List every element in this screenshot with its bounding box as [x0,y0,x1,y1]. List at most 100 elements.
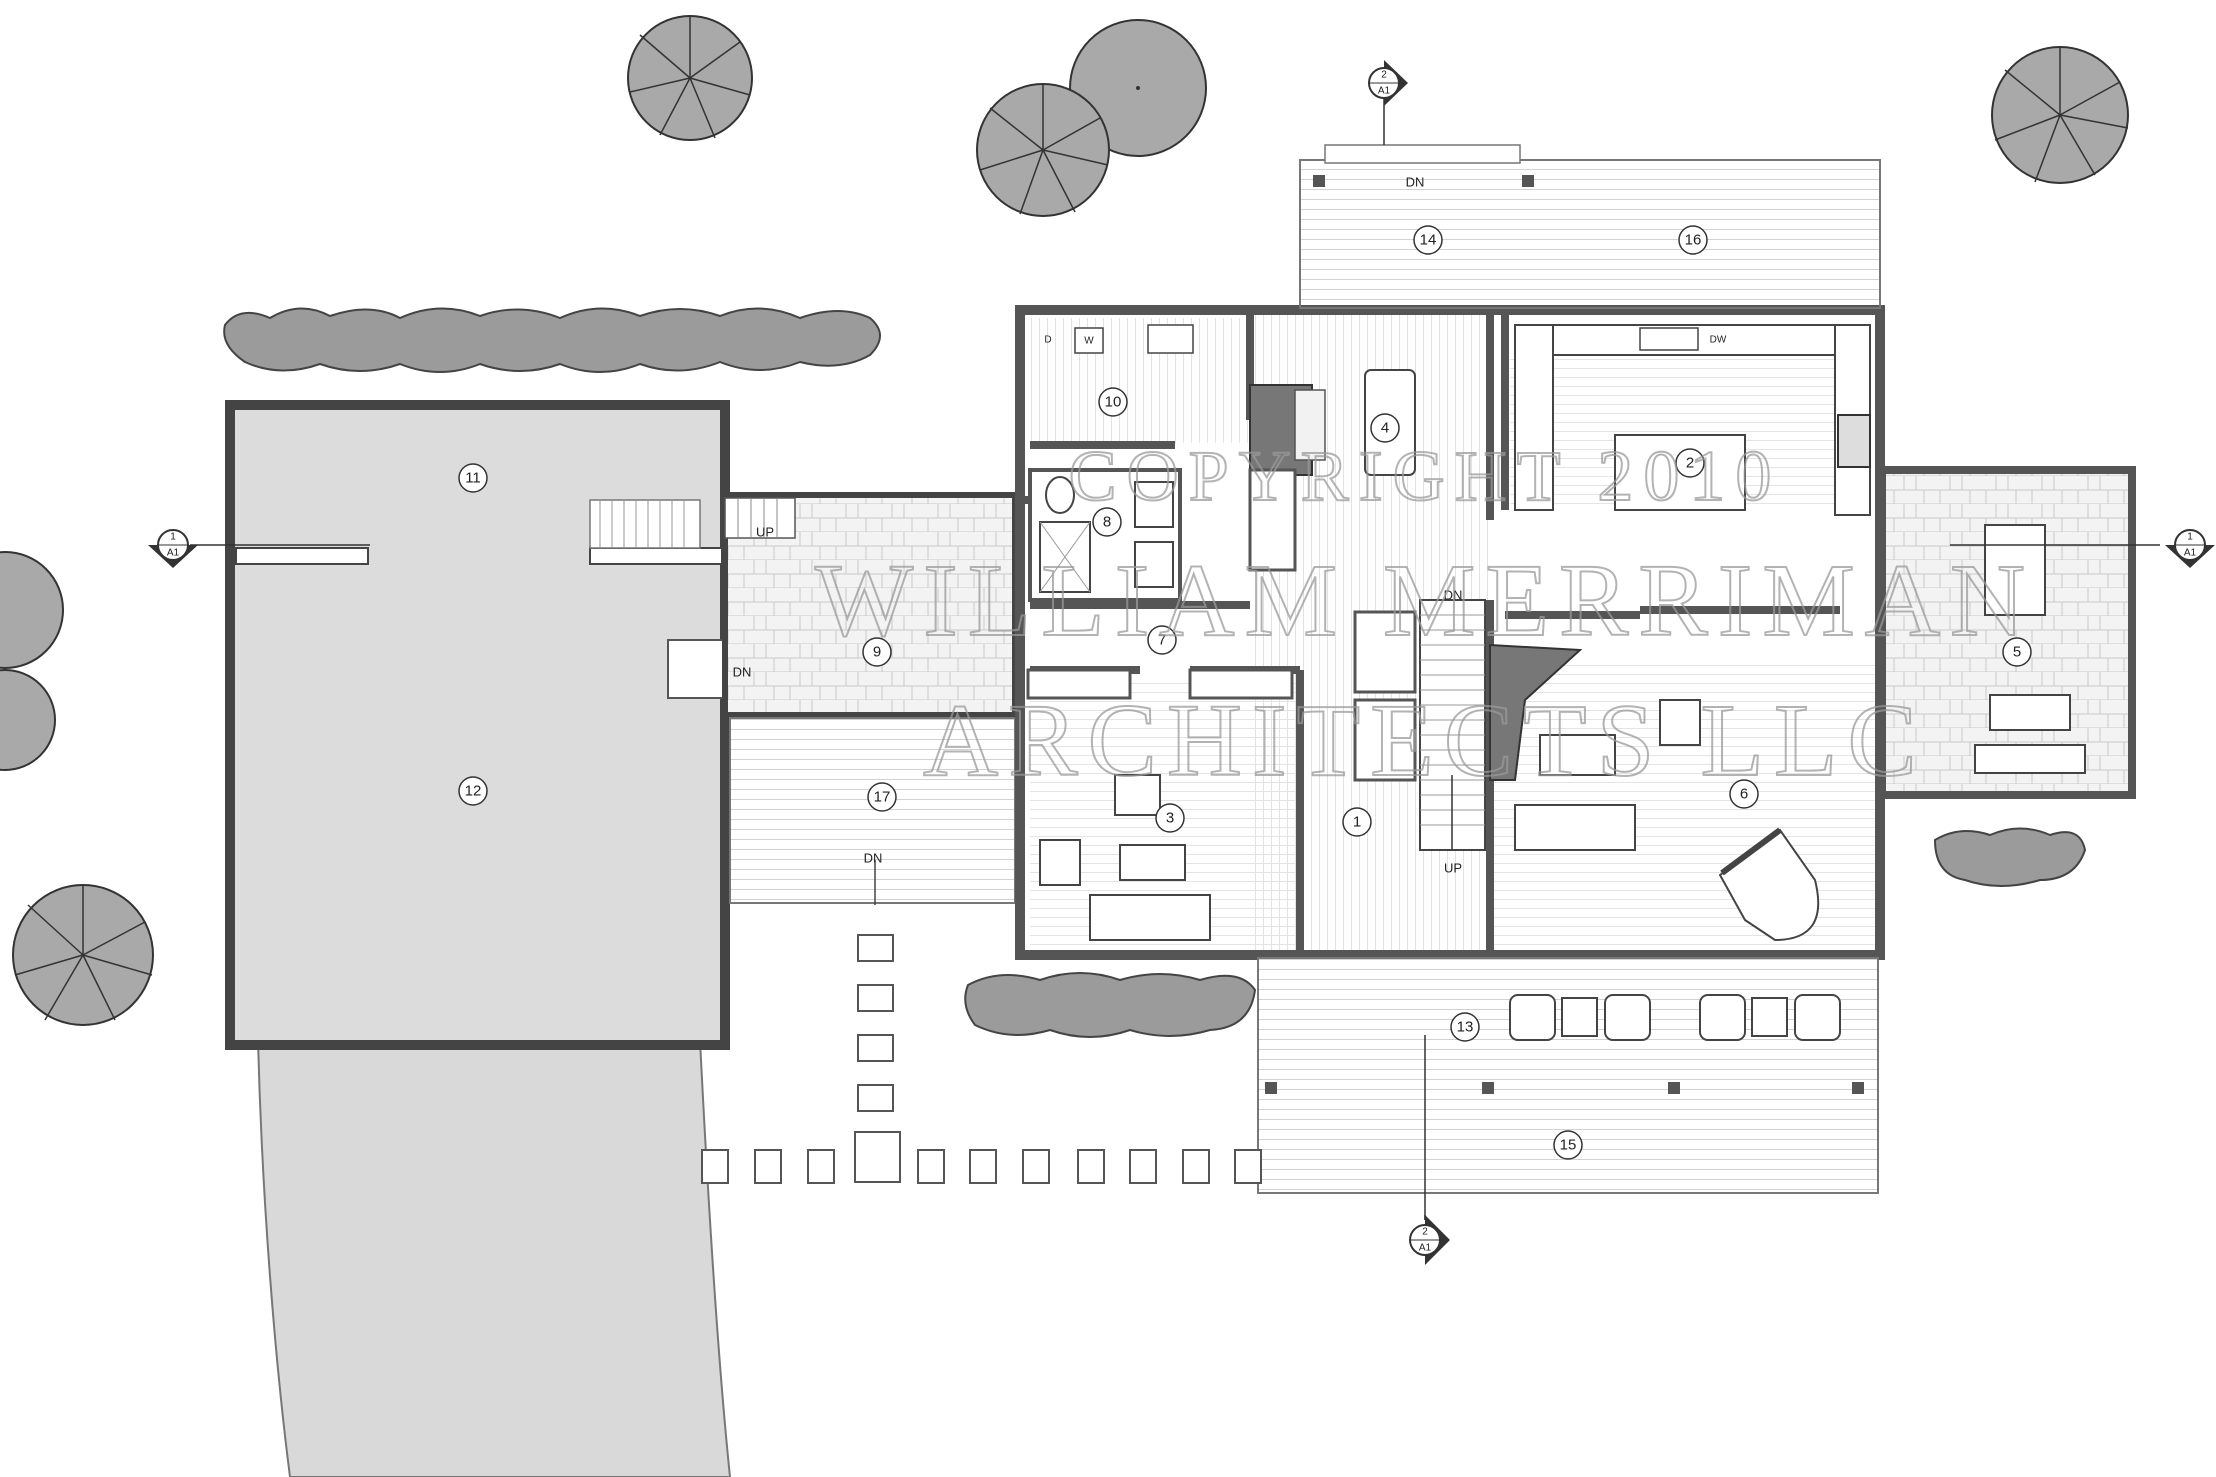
room-number: 14 [1420,232,1437,249]
room-number: 2 [1686,455,1694,472]
deck-north [1299,159,1881,309]
room-tag-13: 13 [1450,1012,1480,1042]
room-number: 6 [1740,786,1748,803]
garage-stair-up [589,499,701,549]
fireplace-living [1489,643,1583,781]
room-number: 3 [1166,810,1174,827]
mudroom-stair [724,497,796,539]
room-number: 12 [465,783,482,800]
section-sheet: A1 [167,548,180,559]
section-sheet: A1 [2184,548,2197,559]
tree-north-large [1069,19,1207,157]
room-number: 11 [465,470,481,487]
dryer-label: D [1044,335,1051,346]
stair-label-dn: DN [864,851,883,866]
room-tag-10: 10 [1098,387,1128,417]
sofa-sitting [1089,894,1211,941]
room-tag-circle [1675,448,1705,478]
section-number: 2 [1422,1227,1428,1238]
room-number: 10 [1105,394,1122,411]
room-tag-circle [1729,779,1759,809]
chair-living [1659,699,1701,746]
room-tag-circle [867,782,897,812]
stair-label-dn: DN [1444,588,1463,603]
room-tag-7: 7 [1147,625,1177,655]
section-marker-top: 2 A1 [1368,60,1408,145]
porch-bench [1989,694,2071,731]
dishwasher-label: DW [1710,335,1727,346]
shrub-east [1933,827,2087,887]
room-tag-16: 16 [1678,225,1708,255]
room-number: 7 [1158,632,1166,649]
coffee-table [1539,734,1616,776]
section-number: 2 [1381,70,1387,81]
coffee-table-sitting [1119,844,1186,881]
room-tag-5: 5 [2002,637,2032,667]
watermark-line-2: WILLIAM MERRIMAN [815,543,2035,658]
tree-northwest [627,15,753,141]
room-tag-circle [1155,803,1185,833]
tree-southwest [12,884,154,1026]
room-tag-circle [1147,625,1177,655]
section-number: 1 [170,532,176,543]
room-number: 8 [1103,514,1111,531]
garage-side-stair [667,639,724,699]
section-sheet: A1 [1378,86,1391,97]
deck-17 [729,717,1016,904]
room-number: 17 [874,789,891,806]
watermark-line-3: ARCHITECTS LLC [923,683,1927,798]
room-tag-circle [1098,387,1128,417]
piano [1718,827,1820,942]
room-tag-circle [862,637,892,667]
tree-northeast [1991,46,2129,184]
room-tag-circle [1092,507,1122,537]
room-tag-circle [458,776,488,806]
watermark-line-1: COPYRIGHT 2010 [1069,436,1782,516]
room-number: 9 [873,644,881,661]
room-tag-circle [2002,637,2032,667]
stair-label-up: UP [1444,861,1462,876]
room-tag-12: 12 [458,776,488,806]
room-tag-circle [1370,413,1400,443]
room-tag-circle [1450,1012,1480,1042]
stair-label-up: UP [756,525,774,540]
stair-label-dn: DN [1406,175,1425,190]
room-tag-2: 2 [1675,448,1705,478]
armchair-sitting [1039,839,1081,886]
room-tag-3: 3 [1155,803,1185,833]
stair-label-dn: DN [733,665,752,680]
room-tag-circle [1553,1130,1583,1160]
shrub-hedge-north [223,307,881,373]
tree-north-small [976,83,1110,217]
sofa [1514,804,1636,851]
room-tag-8: 8 [1092,507,1122,537]
section-marker-right: 1 A1 [1950,529,2215,568]
shrub-south [964,972,1257,1038]
room-number: 5 [2013,644,2021,661]
room-tag-circle [1342,807,1372,837]
range [1837,414,1871,468]
section-number: 1 [2187,532,2193,543]
room-tag-6: 6 [1729,779,1759,809]
room-number: 1 [1353,814,1361,831]
room-tag-14: 14 [1413,225,1443,255]
copyright-watermark: COPYRIGHT 2010 WILLIAM MERRIMAN ARCHITEC… [814,435,2035,799]
room-tag-circle [458,463,488,493]
room-number: 4 [1381,420,1389,437]
room-tag-circle [1678,225,1708,255]
driveway [256,1039,732,1477]
laundry-room [1030,318,1250,443]
room-number: 13 [1457,1019,1474,1036]
deck-chairs [1509,994,1841,1041]
room-tag-1: 1 [1342,807,1372,837]
section-marker-left: 1 A1 [148,529,370,568]
stepping-stones [701,934,1262,1184]
room-tag-17: 17 [867,782,897,812]
room-number: 16 [1685,232,1702,249]
washer-label: W [1084,336,1094,347]
porch-table [1984,524,2046,616]
room-tag-15: 15 [1553,1130,1583,1160]
room-number: 15 [1560,1137,1577,1154]
